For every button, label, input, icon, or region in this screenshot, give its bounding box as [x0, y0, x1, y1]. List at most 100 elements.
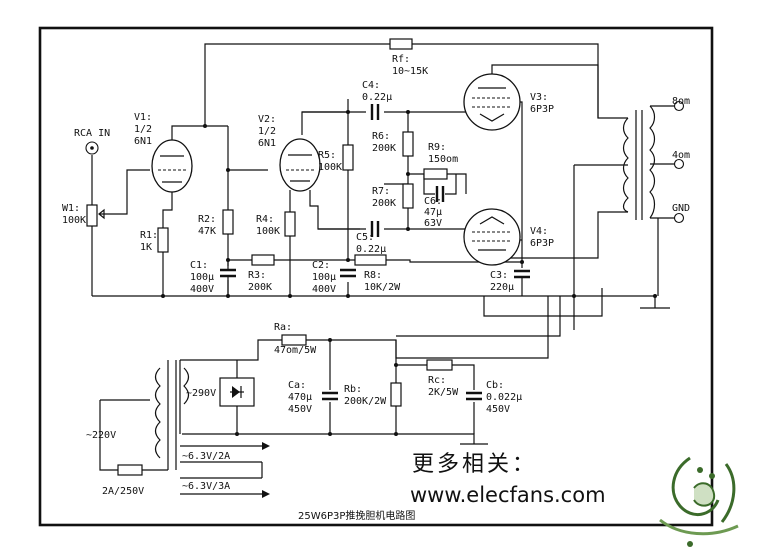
- potentiometer-w1: [86, 204, 98, 227]
- label-r7: R7:: [372, 186, 390, 197]
- capacitor-c6: [435, 186, 445, 202]
- fuse: [117, 464, 143, 476]
- label-fuse: 2A/250V: [102, 486, 144, 497]
- label-r3-value: 200K: [248, 282, 272, 293]
- tube-v3: [463, 73, 521, 131]
- label-v1-type: 6N1: [134, 136, 152, 147]
- label-v1: V1:: [134, 112, 152, 123]
- label-r2-value: 47K: [198, 226, 216, 237]
- label-v2-part: 1/2: [258, 126, 276, 137]
- label-c6-voltage: 63V: [424, 218, 442, 229]
- label-r5-value: 100K: [318, 162, 342, 173]
- output-transformer: [622, 105, 658, 220]
- label-rc: Rc:: [428, 375, 446, 386]
- label-r9-value: 150om: [428, 154, 458, 165]
- diagram-frame: [38, 26, 714, 527]
- label-c4-value: 0.22μ: [362, 92, 392, 103]
- label-r1: R1:: [140, 230, 158, 241]
- label-heater-1: ~6.3V/2A: [182, 451, 230, 462]
- label-rf-value: 10~15K: [392, 66, 428, 77]
- resistor-r8: [354, 254, 387, 266]
- label-r4-value: 100K: [256, 226, 280, 237]
- label-v4-type: 6P3P: [530, 238, 554, 249]
- capacitor-c2: [340, 266, 356, 280]
- resistor-rc: [426, 359, 453, 371]
- resistor-r6: [402, 131, 414, 157]
- label-ca: Ca:: [288, 380, 306, 391]
- label-r2: R2:: [198, 214, 216, 225]
- label-rb: Rb:: [344, 384, 362, 395]
- label-ra: Ra:: [274, 322, 292, 333]
- label-220v: ~220V: [86, 430, 116, 441]
- label-r8-value: 10K/2W: [364, 282, 401, 293]
- label-gnd: GND: [672, 203, 690, 214]
- label-c5: C5:: [356, 232, 374, 243]
- label-v1-part: 1/2: [134, 124, 152, 135]
- tube-v4: [463, 208, 521, 266]
- bridge-rectifier: [219, 360, 255, 434]
- terminal-8om[interactable]: [673, 100, 685, 112]
- site-url[interactable]: www.elecfans.com: [410, 483, 606, 507]
- diagram-caption: 25W6P3P推挽胆机电路图: [298, 509, 415, 522]
- label-r5: R5:: [318, 150, 336, 161]
- label-w1: W1:: [62, 203, 80, 214]
- label-c1: C1:: [190, 260, 208, 271]
- label-r1-value: 1K: [140, 242, 152, 253]
- label-c3-value: 220μ: [490, 282, 514, 293]
- resistor-r4: [284, 211, 296, 237]
- label-c3: C3:: [490, 270, 508, 281]
- label-rca-in: RCA IN: [74, 128, 110, 139]
- resistor-r1: [157, 227, 169, 253]
- label-c2-voltage: 400V: [312, 284, 336, 295]
- label-ra-value: 47om/5W: [274, 345, 317, 356]
- label-v4: V4:: [530, 226, 548, 237]
- capacitor-c3: [514, 268, 530, 296]
- label-cb-value: 0.022μ: [486, 392, 522, 403]
- label-v3: V3:: [530, 92, 548, 103]
- label-4om: 4om: [672, 150, 690, 161]
- label-r8: R8:: [364, 270, 382, 281]
- label-c1-value: 100μ: [190, 272, 214, 283]
- capacitor-c1: [220, 260, 236, 296]
- label-heater-2: ~6.3V/3A: [182, 481, 230, 492]
- label-rb-value: 200K/2W: [344, 396, 387, 407]
- label-r6-value: 200K: [372, 143, 396, 154]
- label-v2: V2:: [258, 114, 276, 125]
- heater-arrow-icon: [262, 490, 270, 498]
- resistor-rf: [389, 38, 413, 50]
- label-v3-type: 6P3P: [530, 104, 554, 115]
- label-290v: ~290V: [186, 388, 216, 399]
- terminal-gnd[interactable]: [673, 212, 685, 224]
- label-c5-value: 0.22μ: [356, 244, 386, 255]
- capacitor-cb: [466, 390, 482, 402]
- terminal-4om[interactable]: [673, 158, 685, 170]
- svg-text:Rf:: Rf:: [392, 54, 410, 65]
- label-r9: R9:: [428, 142, 446, 153]
- label-c6: C6:: [424, 196, 442, 207]
- resistor-r2: [222, 209, 234, 235]
- label-cb-voltage: 450V: [486, 404, 510, 415]
- label-r7-value: 200K: [372, 198, 396, 209]
- label-8om: 8om: [672, 96, 690, 107]
- label-rc-value: 2K/5W: [428, 387, 459, 398]
- calligraphy-logo: [659, 456, 739, 547]
- junction-dots: [161, 110, 657, 298]
- label-w1-value: 100K: [62, 215, 86, 226]
- component-labels: Rf: 10~15K C4: 0.22μ V1: 1/2 6N1 V2: 1/2…: [62, 54, 690, 497]
- wiper-arrow-icon: [98, 208, 105, 220]
- mains-transformer-secondary: [183, 367, 190, 405]
- label-r3: R3:: [248, 270, 266, 281]
- label-c4: C4:: [362, 80, 380, 91]
- label-ca-voltage: 450V: [288, 404, 312, 415]
- label-rf: Rf:: [392, 54, 410, 65]
- label-cb: Cb:: [486, 380, 504, 391]
- resistor-r9: [423, 168, 448, 180]
- label-c1-voltage: 400V: [190, 284, 214, 295]
- heater-arrow-icon: [262, 442, 270, 450]
- label-v2-type: 6N1: [258, 138, 276, 149]
- resistor-r3: [251, 254, 275, 266]
- label-r6: R6:: [372, 131, 390, 142]
- label-ca-value: 470μ: [288, 392, 312, 403]
- capacitor-ca: [322, 390, 338, 402]
